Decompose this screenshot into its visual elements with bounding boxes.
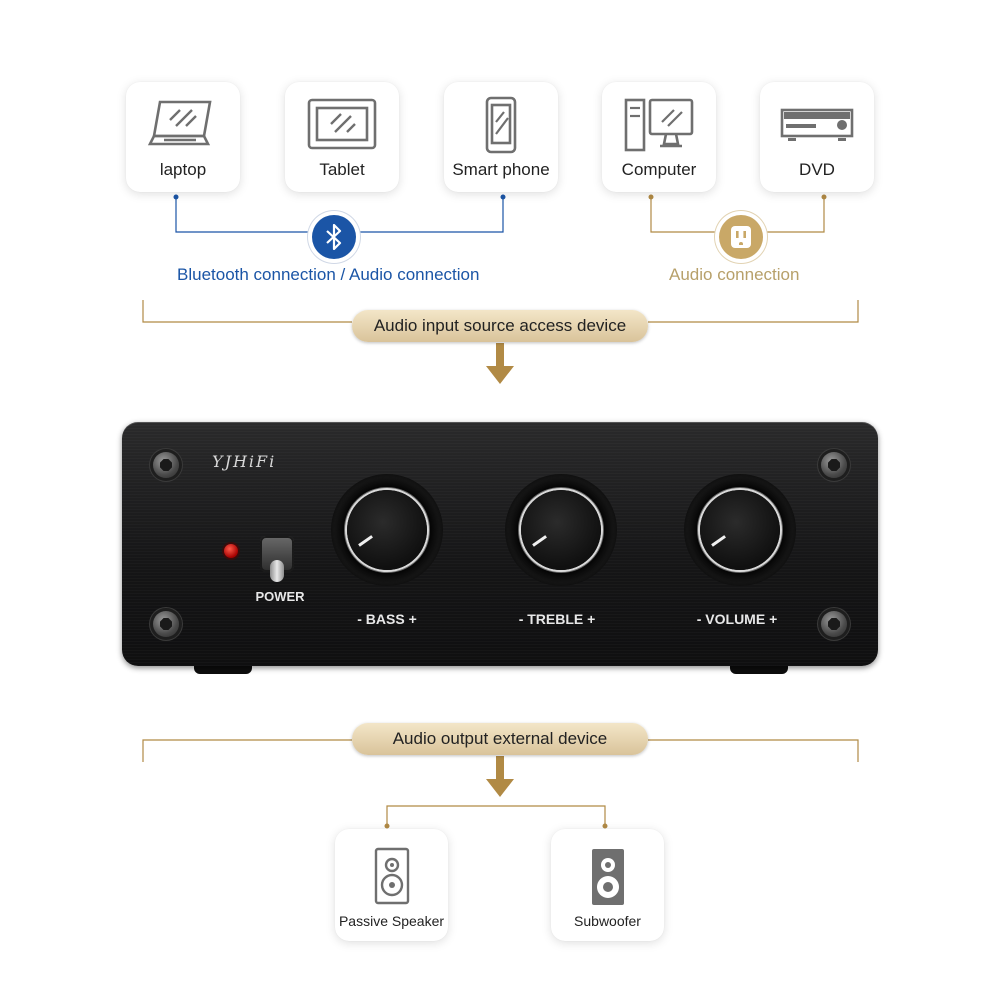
audio-caption: Audio connection	[669, 265, 800, 284]
screw-icon	[153, 611, 179, 637]
bass-knob-well	[331, 474, 443, 586]
source-card-laptop: laptop	[126, 82, 240, 192]
source-label: Smart phone	[452, 160, 550, 179]
bass-knob[interactable]	[347, 490, 427, 570]
screw-icon	[821, 611, 847, 637]
volume-knob-well	[684, 474, 796, 586]
source-card-dvd: DVD	[760, 82, 874, 192]
source-card-computer: Computer	[602, 82, 716, 192]
power-label: POWER	[255, 589, 305, 604]
output-label: Subwoofer	[574, 913, 641, 929]
power-outlet-icon	[719, 215, 763, 259]
dvd-player-icon	[780, 108, 854, 141]
output-card-passive-speaker: Passive Speaker	[335, 829, 448, 941]
source-label: DVD	[799, 160, 835, 179]
volume-label: - VOLUME +	[696, 611, 778, 627]
screw-icon	[821, 452, 847, 478]
source-label: laptop	[159, 160, 207, 179]
power-switch-lever[interactable]	[270, 560, 284, 582]
source-label: Tablet	[319, 160, 365, 179]
source-card-smart-phone: Smart phone	[444, 82, 558, 192]
brand-logo: YJHiFi	[212, 452, 277, 471]
treble-knob-well	[505, 474, 617, 586]
source-label: Computer	[621, 160, 697, 179]
output-banner: Audio output external device	[352, 723, 648, 755]
output-label: Passive Speaker	[338, 913, 445, 929]
laptop-icon	[147, 100, 212, 146]
treble-knob[interactable]	[521, 490, 601, 570]
bass-label: - BASS +	[357, 611, 417, 627]
treble-label: - TREBLE +	[518, 611, 596, 627]
source-card-tablet: Tablet	[285, 82, 399, 192]
input-banner: Audio input source access device	[352, 310, 648, 342]
bluetooth-caption: Bluetooth connection / Audio connection	[177, 265, 480, 284]
volume-knob[interactable]	[700, 490, 780, 570]
passive-speaker-icon	[374, 847, 409, 905]
output-card-subwoofer: Subwoofer	[551, 829, 664, 941]
bluetooth-icon	[312, 215, 356, 259]
computer-icon	[624, 98, 694, 152]
smart-phone-icon	[485, 96, 517, 154]
tablet-icon	[307, 98, 377, 150]
power-led-icon	[224, 544, 238, 558]
screw-icon	[153, 452, 179, 478]
subwoofer-icon	[591, 849, 624, 905]
